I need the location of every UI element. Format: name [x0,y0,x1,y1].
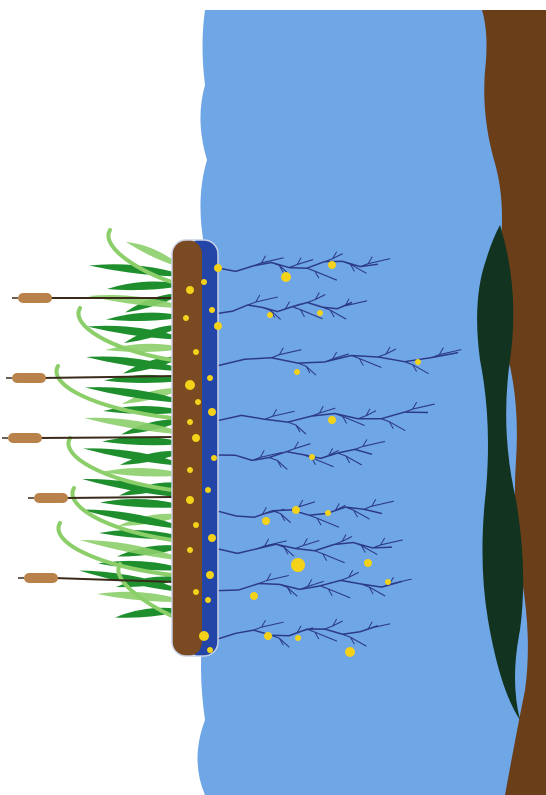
cattail-head [34,493,68,503]
emergent-plants [56,230,176,618]
particle [209,307,215,313]
plant-leaf [107,281,176,290]
particle [187,467,193,473]
particle [364,559,372,567]
particle [415,359,421,365]
particle [205,487,211,493]
particle [345,647,355,657]
particle [292,506,300,514]
cattail-head [24,573,58,583]
particle [199,631,209,641]
particle [262,517,270,525]
particle [192,434,200,442]
plant-leaf [106,313,176,321]
particle [214,322,222,330]
particle [207,375,213,381]
plant-leaf [100,499,176,508]
particle [193,349,199,355]
particle [208,534,216,542]
particle [328,261,336,269]
particle [187,547,193,553]
particle [208,408,216,416]
particle [309,454,315,460]
cattail-stem [64,497,175,498]
particle [211,455,217,461]
particle [183,315,189,321]
particle [186,286,194,294]
particle [205,597,211,603]
particle [195,399,201,405]
particle [187,419,193,425]
cattail-head [8,433,42,443]
cattail-head [12,373,46,383]
particle [317,310,323,316]
particle [206,571,214,579]
cattail-head [18,293,52,303]
particle [294,369,300,375]
particle [328,416,336,424]
particle [325,510,331,516]
particle [207,647,213,653]
particle [281,272,291,282]
particle [295,635,301,641]
particle [186,496,194,504]
particle [193,589,199,595]
particle [193,522,199,528]
particle [267,312,273,318]
particle [385,579,391,585]
particle [201,279,207,285]
cattail-stem [38,437,175,438]
particle [264,632,272,640]
particle [185,380,195,390]
particle [214,264,222,272]
particle [291,558,305,572]
particle [250,592,258,600]
